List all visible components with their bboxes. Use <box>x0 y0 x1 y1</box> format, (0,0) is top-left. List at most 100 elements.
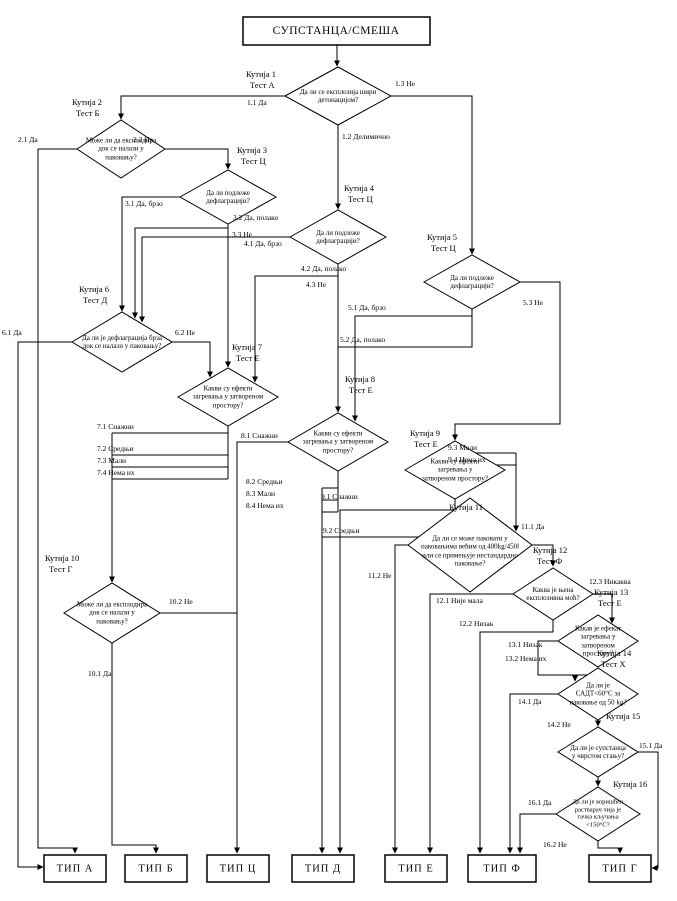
box-10-question: Може ли да експлодира док се налази у па… <box>76 600 148 626</box>
edge-label-13-1: 13.1 Низак <box>508 640 543 649</box>
edge-11-2 <box>392 544 408 854</box>
diamond-box-13 <box>557 614 639 668</box>
edge-6-2 <box>172 341 213 378</box>
edge-label-2-2: 2.2 Не <box>133 135 153 144</box>
edge-2-2 <box>165 148 231 170</box>
edge-label-8-2: 8.2 Средњи <box>246 477 283 486</box>
flow-nodes <box>43 16 652 883</box>
diamond-box-3 <box>178 169 278 225</box>
flow-edges <box>17 45 659 871</box>
type-a-text: ТИП А <box>56 863 94 875</box>
edge-label-7-3: 7.3 Мали <box>97 456 127 465</box>
type-g-text: ТИП Г <box>602 863 638 875</box>
diamond-box-14 <box>557 667 639 721</box>
type-d-rect <box>291 854 355 883</box>
edge-3-2 <box>132 224 229 319</box>
page-title: СУПСТАНЦА/СМЕША <box>272 25 400 37</box>
diamond-box-16 <box>555 786 641 842</box>
edge-label-7-1: 7.1 Снажни <box>97 422 134 431</box>
edge-label-5-3: 5.3 Не <box>523 298 543 307</box>
edge-14-1 <box>507 693 558 854</box>
diamond-box-10 <box>63 582 161 644</box>
edge-label-8-1: 8.1 Снажни <box>241 431 278 440</box>
edge-label-8-4: 8.4 Нема их <box>246 501 284 510</box>
edge-3-1 <box>119 196 180 312</box>
box-1-question: Да ли се експлозија шири детонацијом? <box>299 87 377 104</box>
edge-label-9-4: 9.4 Нема их <box>448 455 486 464</box>
edge-label-6-2: 6.2 Не <box>175 328 195 337</box>
diamond-box-6 <box>71 311 173 373</box>
diamond-box-11 <box>407 497 533 593</box>
box-16-label: Кутија 16 <box>613 779 648 789</box>
diamond-box-15 <box>557 726 639 778</box>
diamond-box-12 <box>512 567 594 621</box>
edge-label-13-2: 13.2 Нема их <box>505 654 547 663</box>
box-4-question: Да ли подлеже дефлаграцији? <box>316 228 360 245</box>
edge-label-12-3: 12.3 Никаква <box>589 577 631 586</box>
edge-12-1 <box>427 593 513 854</box>
diamond-box-5 <box>422 254 522 310</box>
type-g-rect <box>588 854 652 883</box>
edge-label-4-3: 4.3 Не <box>306 280 326 289</box>
edge-label-5-1: 5.1 Да, брзо <box>348 303 386 312</box>
diamond-box-1 <box>283 66 393 126</box>
edge-label-11-2: 11.2 Не <box>368 571 392 580</box>
type-f-text: ТИП Ф <box>483 863 521 875</box>
type-c-rect <box>206 854 270 883</box>
box-7-question: Какви су ефекти загревања у затвореном п… <box>192 384 264 410</box>
box-11-label: Кутија 11 <box>449 502 483 512</box>
box-9-question: Какви су ефекти загревања у затвореном п… <box>422 457 488 483</box>
edge-label-12-2: 12.2 Низак <box>459 619 494 628</box>
edge-label-4-1: 4.1 Да, брзо <box>244 239 282 248</box>
edge-label-16-2: 16.2 Не <box>543 840 567 849</box>
edge-label-6-1: 6.1 Да <box>2 328 22 337</box>
box-5-question: Да ли подлеже дефлаграцији? <box>450 273 494 290</box>
edge-label-14-1: 14.1 Да <box>518 697 542 706</box>
edge-15-1 <box>638 751 659 871</box>
edge-5-1 <box>352 309 473 422</box>
diamond-box-7 <box>177 367 279 427</box>
edge-label-2-1: 2.1 Да <box>18 135 38 144</box>
type-f-rect <box>467 854 537 883</box>
edge-2-1 <box>37 148 78 854</box>
edge-16-2 <box>597 841 623 854</box>
box-13-question: Какав је ефекат загревања у затвореном п… <box>574 624 622 658</box>
type-b-text: ТИП Б <box>138 863 174 875</box>
edge-label-8-3: 8.3 Мали <box>246 489 276 498</box>
diamond-box-4 <box>288 209 388 265</box>
edge-label-9-3: 9.3 Мали <box>448 443 478 452</box>
box-11-question: Да ли се може паковати у паковањима већи… <box>420 534 520 568</box>
edge-label-3-1: 3.1 Да, брзо <box>125 199 163 208</box>
edge-label-1-2: 1.2 Делимично <box>342 132 390 141</box>
edge-5-3 <box>452 281 561 441</box>
edge-12-3 <box>593 593 615 624</box>
edge-1-1 <box>118 95 285 120</box>
edge-6-1 <box>17 341 72 870</box>
edge-label-1-3: 1.3 Не <box>395 79 415 88</box>
edge-8-1 <box>234 441 288 854</box>
edge-label-14-2: 14.2 Не <box>547 720 571 729</box>
edge-10-1 <box>111 643 159 854</box>
box-12-question: Каква је њена експлозивна моћ? <box>526 585 580 602</box>
edge-label-5-2: 5.2 Да, полако <box>340 335 386 344</box>
type-d-text: ТИП Д <box>304 863 342 875</box>
edge-4-1 <box>139 236 290 323</box>
box-16-question: Да ли је коришћен растварач чија је тачк… <box>572 798 624 829</box>
type-c-text: ТИП Ц <box>219 863 257 875</box>
edge-label-7-4: 7.4 Нема их <box>97 468 135 477</box>
box-14-question: Да ли је САДТ<60°С за паковање од 50 kg? <box>569 681 627 707</box>
box-15-label: Кутија 15 <box>606 711 641 721</box>
